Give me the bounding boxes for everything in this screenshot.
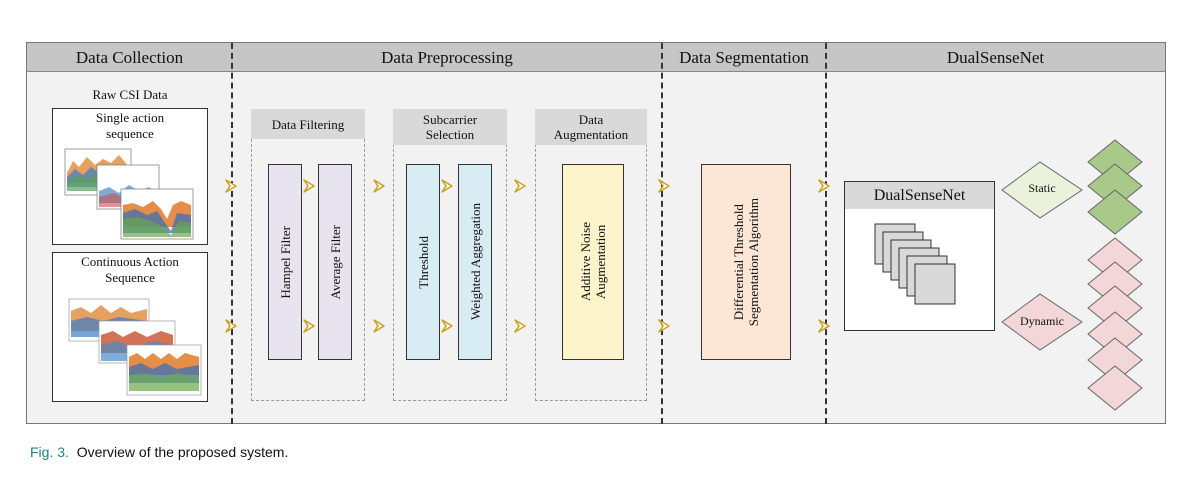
feature-map-stack-icon xyxy=(874,223,956,305)
static-label: Static xyxy=(1028,181,1056,195)
figure-caption: Fig. 3. Overview of the proposed system. xyxy=(30,444,288,460)
subcarrier-selection-title: Subcarrier Selection xyxy=(393,109,507,145)
flow-arrow-icon xyxy=(225,179,237,193)
static-diamond xyxy=(1001,161,1083,219)
single-action-label-line1: Single action xyxy=(95,110,165,125)
threshold-box: Threshold xyxy=(406,164,440,360)
stage-title-network: DualSenseNet xyxy=(946,48,1045,67)
flow-arrow-icon xyxy=(514,179,526,193)
stage-title-collection: Data Collection xyxy=(75,48,184,67)
stage-title-preprocessing: Data Preprocessing xyxy=(381,48,513,67)
weighted-aggregation-box: Weighted Aggregation xyxy=(458,164,492,360)
stage-header-bar xyxy=(27,43,1165,72)
subcarrier-title-line1: Subcarrier xyxy=(422,112,478,127)
output-class-diamonds xyxy=(1087,139,1143,411)
weighted-aggregation-label: Weighted Aggregation xyxy=(467,203,483,321)
flow-arrow-icon xyxy=(658,179,670,193)
stage-title-segmentation: Data Segmentation xyxy=(679,48,809,67)
dynamic-diamond xyxy=(1001,293,1083,351)
data-filtering-title: Data Filtering xyxy=(251,109,365,139)
flow-arrow-icon xyxy=(441,319,453,333)
figure-caption-label: Fig. 3. xyxy=(30,444,69,460)
flow-arrow-icon xyxy=(303,179,315,193)
augmentation-title-line1: Data xyxy=(578,112,604,127)
data-augmentation-title: Data Augmentation xyxy=(535,109,647,145)
augmentation-title-line2: Augmentation xyxy=(553,127,629,142)
average-filter-box: Average Filter xyxy=(318,164,352,360)
average-filter-label: Average Filter xyxy=(327,224,343,300)
flow-arrow-icon xyxy=(225,319,237,333)
single-action-label-line2: sequence xyxy=(106,126,154,141)
subcarrier-title-line2: Selection xyxy=(425,127,475,142)
stage-divider xyxy=(661,43,663,424)
continuous-action-plots xyxy=(68,298,202,396)
flow-arrow-icon xyxy=(303,319,315,333)
threshold-label: Threshold xyxy=(415,235,431,289)
flow-arrow-icon xyxy=(818,179,830,193)
flow-arrow-icon xyxy=(441,179,453,193)
single-action-panel: Single action sequence xyxy=(52,108,208,245)
flow-arrow-icon xyxy=(658,319,670,333)
continuous-action-label-line2: Sequence xyxy=(105,270,155,285)
stage-divider xyxy=(231,43,233,424)
continuous-action-label-line1: Continuous Action xyxy=(81,254,179,269)
figure-caption-text: Overview of the proposed system. xyxy=(76,444,289,460)
dualsensenet-box-title: DualSenseNet xyxy=(845,182,994,209)
dynamic-label: Dynamic xyxy=(1020,314,1064,328)
hampel-filter-box: Hampel Filter xyxy=(268,164,302,360)
static-class-diamond xyxy=(1087,189,1143,235)
dynamic-class-diamond xyxy=(1087,365,1143,411)
flow-arrow-icon xyxy=(373,179,385,193)
stage-divider xyxy=(825,43,827,424)
dualsensenet-box: DualSenseNet xyxy=(844,181,995,331)
flow-arrow-icon xyxy=(373,319,385,333)
hampel-filter-label: Hampel Filter xyxy=(277,225,293,299)
flow-arrow-icon xyxy=(818,319,830,333)
continuous-action-panel: Continuous Action Sequence xyxy=(52,252,208,402)
raw-csi-title: Raw CSI Data xyxy=(92,87,168,102)
flow-arrow-icon xyxy=(514,319,526,333)
single-action-plots xyxy=(64,148,194,240)
